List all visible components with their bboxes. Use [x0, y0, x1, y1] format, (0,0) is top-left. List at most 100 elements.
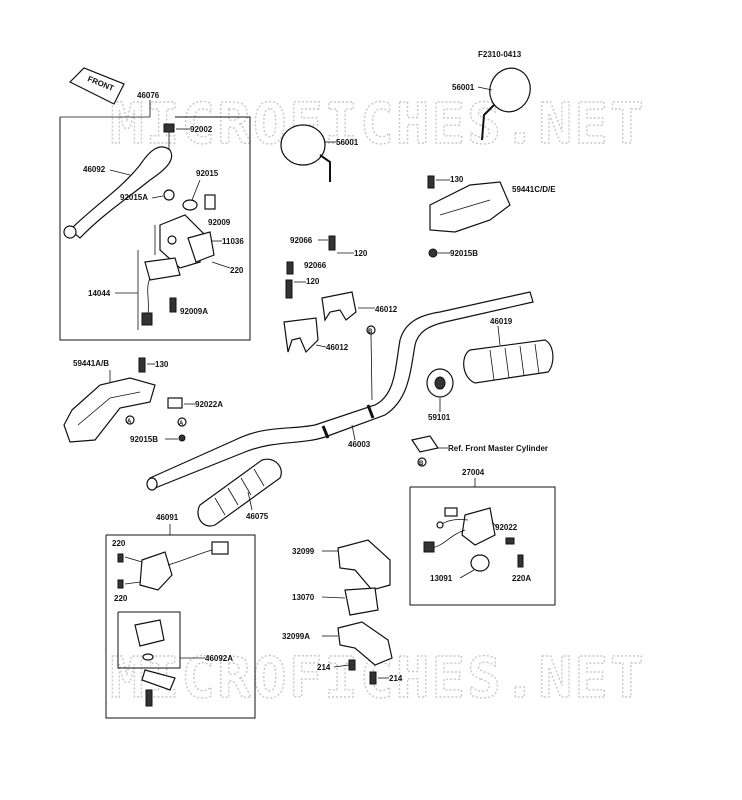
handlebar-clamp-group: 92066 120 92066 120 46012 46012: [283, 235, 398, 354]
label-214-b: 214: [389, 674, 403, 683]
label-214-a: 214: [317, 663, 331, 672]
clamp-46012-lower-icon: [283, 317, 319, 354]
label-220-c: 220: [114, 594, 128, 603]
nut-92015B-left-icon: [178, 434, 186, 442]
mirror-56001-right-icon: [489, 67, 531, 113]
washer-92066-b-icon: [286, 261, 294, 275]
label-92015: 92015: [196, 169, 219, 178]
label-92066-b: 92066: [304, 261, 327, 270]
label-92066-a: 92066: [290, 236, 313, 245]
marker-B-2: B: [419, 461, 424, 467]
switch-46092A-icon: [134, 619, 165, 647]
label-46075: 46075: [246, 512, 269, 521]
ref-master-cylinder-group: Ref. Front Master Cylinder B: [411, 435, 548, 467]
marker-A-2: A: [179, 421, 184, 427]
label-46012-lower: 46012: [326, 343, 349, 352]
handlebar-46003: 46003 B: [146, 291, 534, 491]
lower-center-group: 32099 13070 32099A 214 214: [282, 539, 403, 685]
lever-assembly-group: 46076 46092 92002 92015A 92015 92009 110…: [59, 91, 251, 341]
label-92009: 92009: [208, 218, 231, 227]
handlebar-icon: [149, 291, 534, 489]
label-92022A: 92022A: [195, 400, 223, 409]
bolt-130-right-icon: [427, 175, 435, 189]
screw-214-b-icon: [369, 671, 377, 685]
label-32099A: 32099A: [282, 632, 310, 641]
switch-13070-icon: [344, 587, 379, 616]
bolt-120-a-icon: [328, 235, 336, 251]
switch-housing-icon: [461, 507, 496, 546]
label-13070: 13070: [292, 593, 315, 602]
clamp-46012-upper-icon: [321, 291, 357, 322]
figure-code: F2310-0413: [478, 50, 522, 59]
label-92022: 92022: [495, 523, 518, 532]
throttle-grip-group: 46019 59101: [426, 317, 554, 422]
bolt-130-left-icon: [138, 357, 146, 373]
label-59441AB: 59441A/B: [73, 359, 109, 368]
washer-92015A-icon: [163, 189, 175, 201]
switch-27004-group: 27004 92022 13091 220A: [409, 468, 556, 606]
mirror-56001-left-icon: [280, 124, 326, 166]
label-120-b: 120: [306, 277, 320, 286]
clip-92022A-icon: [167, 397, 183, 409]
label-46092: 46092: [83, 165, 106, 174]
marker-A-left: [125, 415, 135, 425]
label-59101: 59101: [428, 413, 451, 422]
label-ref-master-cylinder: Ref. Front Master Cylinder: [448, 444, 548, 453]
handguard-left-group: 59441A/B 130 92022A A A 92015B: [63, 357, 223, 444]
switch-46091-group: 46091 220 220 46092A: [105, 513, 256, 719]
left-grip-group: 46075: [197, 458, 282, 527]
label-11036: 11036: [222, 237, 244, 246]
switch-13091-icon: [470, 554, 490, 572]
label-14044: 14044: [88, 289, 111, 298]
washer-92015-icon: [182, 199, 198, 211]
marker-B-ref: [417, 457, 427, 467]
screw-92009A-icon: [169, 297, 177, 313]
label-32099: 32099: [292, 547, 315, 556]
handguard-59441CDE-icon: [429, 181, 511, 233]
label-130-right: 130: [450, 175, 464, 184]
nut-92015B-right-icon: [428, 248, 438, 258]
screw-214-a-icon: [348, 659, 356, 671]
label-92015B-right: 92015B: [450, 249, 478, 258]
housing-32099-icon: [337, 539, 391, 591]
label-46019: 46019: [490, 317, 513, 326]
label-92015A: 92015A: [120, 193, 148, 202]
label-13091: 13091: [430, 574, 453, 583]
clutch-lever-icon: [69, 146, 173, 239]
watermark-top: MICROFICHES.NET: [110, 92, 646, 157]
housing-32099A-icon: [337, 621, 393, 666]
label-220-b: 220: [112, 539, 126, 548]
label-27004: 27004: [462, 468, 485, 477]
label-130-left: 130: [155, 360, 169, 369]
label-56001-right: 56001: [452, 83, 475, 92]
marker-A-1: A: [127, 419, 132, 425]
label-59441CDE: 59441C/D/E: [512, 185, 556, 194]
screw-220A-icon: [517, 554, 524, 568]
grip-46019-icon: [463, 339, 554, 384]
label-56001-left: 56001: [336, 138, 359, 147]
sub-box-46092A: [117, 611, 181, 669]
label-46012-upper: 46012: [375, 305, 398, 314]
bolt-46092A-icon: [145, 689, 153, 707]
clutch-switch-icon: [144, 257, 181, 281]
marker-A-right: [177, 417, 187, 427]
switch-46091-box-frame: [105, 534, 256, 719]
switch-box-frame: [409, 486, 556, 606]
bolt-120-b-icon: [285, 279, 293, 299]
grip-46075-icon: [197, 458, 282, 527]
label-92002: 92002: [190, 125, 213, 134]
label-220A: 220A: [512, 574, 531, 583]
label-120-a: 120: [354, 249, 368, 258]
handguard-right-group: 130 59441C/D/E 92015B: [427, 175, 556, 258]
label-46092A: 46092A: [205, 654, 233, 663]
switch-assembly-icon: [139, 551, 173, 591]
lever-box-frame: [59, 116, 251, 341]
label-220a: 220: [230, 266, 244, 275]
bolt-92009-icon: [204, 194, 216, 210]
handguard-59441AB-icon: [63, 377, 156, 443]
label-46076: 46076: [137, 91, 160, 100]
label-92015B-left: 92015B: [130, 435, 158, 444]
front-arrow-icon: FRONT: [68, 67, 125, 105]
label-46003: 46003: [348, 440, 371, 449]
